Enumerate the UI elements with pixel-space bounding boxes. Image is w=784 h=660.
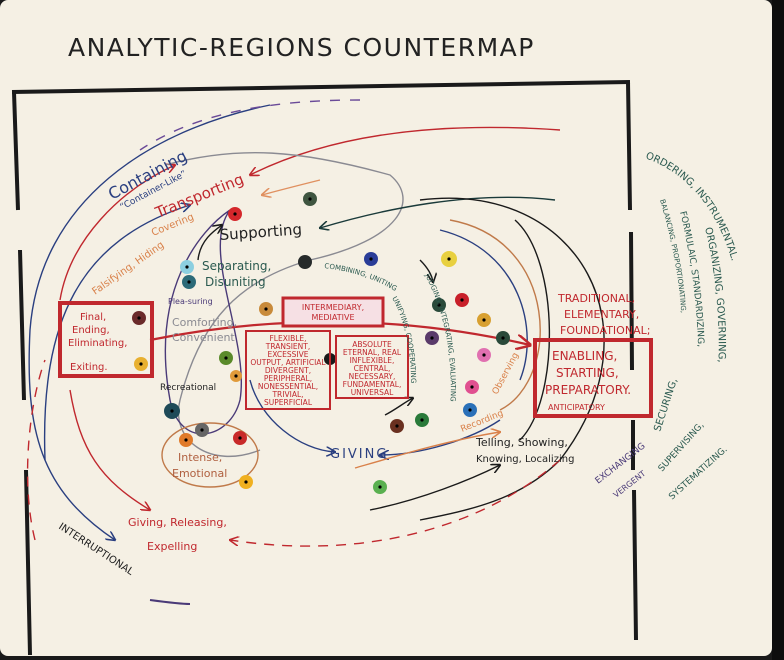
dot	[496, 331, 510, 345]
label-emotional: Emotional	[172, 467, 227, 480]
svg-text:Eliminating,: Eliminating,	[68, 338, 127, 349]
dot	[373, 480, 387, 494]
dot	[164, 403, 180, 419]
label-knowing: Knowing, Localizing	[476, 454, 574, 465]
dot	[298, 255, 312, 269]
dot	[134, 357, 148, 371]
svg-text:NONESSENTIAL,: NONESSENTIAL,	[258, 382, 318, 391]
dot	[477, 313, 491, 327]
svg-text:TRADITIONAL,: TRADITIONAL,	[557, 292, 635, 305]
dot	[233, 431, 247, 445]
dot	[239, 475, 253, 489]
box-final: Final, Ending, Eliminating, Exiting.	[58, 301, 154, 378]
dot	[477, 348, 491, 362]
dot	[425, 331, 439, 345]
dot	[219, 351, 233, 365]
photo-edge	[772, 0, 784, 660]
dot	[463, 403, 477, 417]
frame	[11, 80, 638, 656]
svg-text:MEDIATIVE: MEDIATIVE	[311, 313, 354, 322]
dot	[441, 251, 457, 267]
label-separating: Separating,	[202, 259, 271, 273]
label-telling: Telling, Showing,	[475, 436, 568, 449]
svg-text:TRANSIENT,: TRANSIENT,	[265, 342, 311, 351]
dot	[230, 370, 242, 382]
svg-text:INFLEXIBLE,: INFLEXIBLE,	[350, 356, 395, 365]
dot	[182, 275, 196, 289]
dot	[455, 293, 469, 307]
svg-text:FOUNDATIONAL;: FOUNDATIONAL;	[560, 324, 650, 337]
box-flexible: FLEXIBLE, TRANSIENT, EXCESSIVE OUTPUT, A…	[245, 330, 331, 410]
dot	[390, 419, 404, 433]
svg-text:TRIVIAL,: TRIVIAL,	[271, 390, 303, 399]
dot	[228, 207, 242, 221]
svg-text:FUNDAMENTAL,: FUNDAMENTAL,	[343, 380, 402, 389]
svg-text:Final,: Final,	[80, 312, 106, 323]
svg-text:SUPERFICIAL: SUPERFICIAL	[264, 398, 313, 407]
box-intermediary: INTERMEDIARY, MEDIATIVE	[281, 296, 385, 328]
label-traditional: TRADITIONAL, ELEMENTARY, FOUNDATIONAL;	[557, 292, 650, 337]
label-expelling: Expelling	[147, 540, 197, 553]
dot	[259, 302, 273, 316]
svg-text:CENTRAL,: CENTRAL,	[354, 364, 391, 373]
svg-text:Exiting.: Exiting.	[70, 362, 108, 373]
label-comforting: Comforting,Convenient	[172, 316, 237, 344]
svg-text:PERIPHERAL,: PERIPHERAL,	[264, 374, 312, 383]
color-dots	[132, 192, 510, 494]
dot	[195, 423, 209, 437]
box-absolute: ABSOLUTE ETERNAL, REAL INFLEXIBLE, CENTR…	[335, 335, 409, 399]
dot	[364, 252, 378, 266]
dot	[180, 260, 194, 274]
label-giving: GIVING	[330, 447, 388, 462]
map-title: ANALYTIC-REGIONS COUNTERMAP	[68, 33, 535, 62]
svg-text:Ending,: Ending,	[72, 325, 110, 336]
dot	[303, 192, 317, 206]
svg-text:FLEXIBLE,: FLEXIBLE,	[269, 334, 306, 343]
label-giving-releasing: Giving, Releasing,	[128, 516, 227, 529]
label-supporting: Supporting	[219, 220, 303, 244]
box-enabling: ENABLING, STARTING, PREPARATORY. ANTICIP…	[533, 338, 653, 418]
svg-text:UNIVERSAL: UNIVERSAL	[351, 388, 394, 397]
svg-text:ELEMENTARY,: ELEMENTARY,	[564, 308, 639, 321]
label-pleasuring: Plea-suring	[168, 297, 213, 306]
dot	[465, 380, 479, 394]
svg-text:ABSOLUTE: ABSOLUTE	[352, 340, 392, 349]
svg-text:ENABLING,: ENABLING,	[552, 349, 617, 363]
dot	[432, 298, 446, 312]
svg-text:NECESSARY,: NECESSARY,	[349, 372, 396, 381]
svg-text:INTERMEDIARY,: INTERMEDIARY,	[302, 303, 364, 312]
card-background	[0, 0, 772, 656]
dot	[179, 433, 193, 447]
svg-text:PREPARATORY.: PREPARATORY.	[545, 383, 631, 397]
dot	[415, 413, 429, 427]
svg-text:STARTING,: STARTING,	[556, 366, 619, 380]
label-recreational: Recreational	[160, 383, 216, 393]
dot	[132, 311, 146, 325]
label-intense: Intense,	[178, 451, 222, 464]
svg-text:OUTPUT, ARTIFICIAL: OUTPUT, ARTIFICIAL	[250, 358, 326, 367]
label-disuniting: Disuniting	[205, 275, 266, 289]
svg-text:ANTICIPATORY: ANTICIPATORY	[548, 403, 605, 412]
svg-text:ETERNAL, REAL: ETERNAL, REAL	[343, 348, 402, 357]
svg-text:EXCESSIVE: EXCESSIVE	[268, 350, 309, 359]
svg-text:DIVERGENT,: DIVERGENT,	[265, 366, 311, 375]
